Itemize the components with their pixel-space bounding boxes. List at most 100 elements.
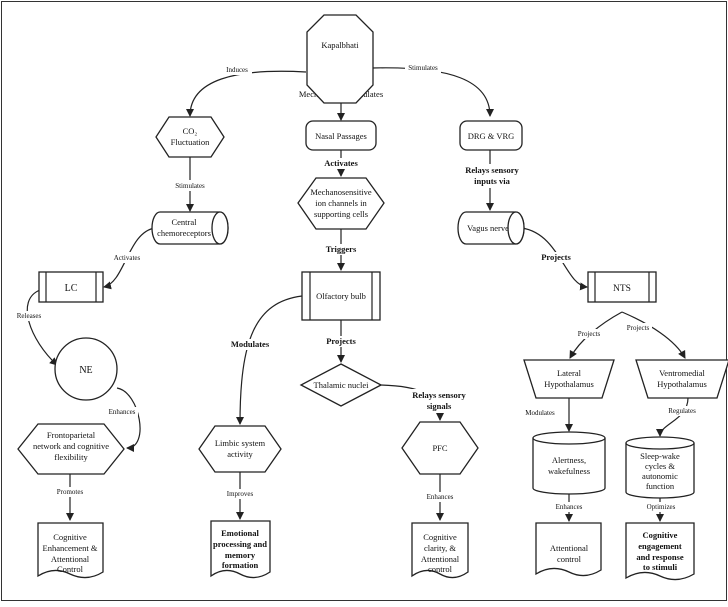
label-activates-central: Activates	[114, 254, 141, 262]
node-ventromedial-hypothalamus: Ventromedial Hypothalamus	[635, 359, 728, 399]
label-enhances-alert: Enhances	[556, 503, 583, 511]
node-central-line1: Central	[171, 217, 197, 227]
node-central-line2: chemoreceptors	[157, 228, 211, 238]
node-engage-line4: to stimuli	[643, 562, 678, 572]
node-ventro-line2: Hypothalamus	[657, 379, 707, 389]
node-kapalbhati: Kapalbhati	[306, 14, 374, 104]
label-stimulates-top: Stimulates	[408, 64, 438, 72]
node-nts-label: NTS	[613, 284, 631, 294]
node-attentional-control: Attentional control	[535, 522, 602, 577]
node-lateral-hypothalamus: Lateral Hypothalamus	[523, 359, 615, 399]
node-mechano-line3: supporting cells	[314, 209, 368, 219]
node-sleep-line2: cycles &	[645, 461, 675, 471]
node-engage-line2: engagement	[638, 541, 682, 551]
node-fronto-line1: Frontoparietal	[47, 430, 96, 440]
label-improves: Improves	[227, 490, 254, 498]
node-lateral-line1: Lateral	[557, 368, 582, 378]
node-ventro-line1: Ventromedial	[659, 368, 705, 378]
edge-induces	[186, 70, 307, 117]
node-cogenh-line3: Attentional	[51, 554, 90, 564]
node-co2-fluctuation: CO₂ Fluctuation	[155, 116, 225, 158]
edge-regulates	[656, 397, 689, 437]
label-regulates: Regulates	[668, 407, 696, 415]
node-mechanosensitive: Mechanosensitive ion channels in support…	[297, 177, 385, 230]
node-sleep-line1: Sleep-wake	[640, 451, 680, 461]
label-relays-sensory-1: Relays sensory	[465, 165, 519, 175]
node-sleep-wake: Sleep-wake cycles & autonomic function	[625, 436, 695, 499]
node-ne: NE	[54, 337, 118, 401]
node-fronto-line3: flexibility	[54, 452, 88, 462]
node-nasal-label: Nasal Passages	[315, 131, 367, 141]
node-fronto-line2: network and cognitive	[33, 441, 109, 451]
node-cogenh-line4: Control	[57, 564, 84, 574]
label-modulates-olf: Modulates	[231, 339, 270, 349]
node-cogenh-line2: Enhancement &	[43, 543, 98, 553]
node-pfc: PFC	[401, 421, 479, 475]
node-clarity-line1: Cognitive	[423, 532, 457, 542]
label-triggers: Triggers	[326, 244, 357, 254]
node-cognitive-clarity: Cognitive clarity, & Attentional control	[411, 522, 469, 579]
edge-enhances-ne	[116, 387, 141, 452]
label-projects-nts-left: Projects	[578, 330, 601, 338]
node-emotional-line1: Emotional	[221, 528, 259, 538]
node-engage-line1: Cognitive	[643, 530, 678, 540]
node-nts: NTS	[587, 271, 657, 303]
edge-releases	[26, 289, 58, 366]
node-clarity-line4: control	[428, 564, 453, 574]
node-ne-label: NE	[79, 365, 92, 376]
node-nasal-passages: Nasal Passages	[305, 120, 377, 151]
node-cogenh-line1: Cognitive	[53, 532, 87, 542]
label-projects-nts-right: Projects	[627, 324, 650, 332]
node-lc: LC	[38, 271, 104, 303]
node-alertness-line1: Alertness,	[552, 455, 586, 465]
label-relays-pfc-2: signals	[427, 401, 452, 411]
node-emotional-line4: formation	[222, 560, 259, 570]
edge-stimulates-drg	[371, 67, 494, 117]
node-cognitive-enhancement: Cognitive Enhancement & Attentional Cont…	[37, 522, 104, 579]
node-attentional-line2: control	[557, 554, 582, 564]
node-co2-line2: Fluctuation	[171, 137, 210, 147]
label-activates-nasal: Activates	[324, 158, 358, 168]
node-lc-label: LC	[65, 283, 78, 294]
node-lateral-line2: Hypothalamus	[544, 379, 594, 389]
node-kapalbhati-label: Kapalbhati	[321, 40, 359, 50]
node-olfactory-bulb: Olfactory bulb	[301, 271, 381, 321]
label-relays-sensory-2: inputs via	[474, 176, 510, 186]
label-induces: Induces	[226, 66, 248, 74]
edge-labels: Induces Stimulates Mechanically Stimulat…	[14, 62, 698, 512]
node-emotional-processing: Emotional processing and memory formatio…	[210, 520, 271, 579]
node-mechano-line1: Mechanosensitive	[310, 187, 372, 197]
label-modulates-lat: Modulates	[525, 409, 555, 417]
node-limbic-line1: Limbic system	[215, 438, 266, 448]
node-emotional-line3: memory	[225, 550, 256, 560]
node-engage-line3: and response	[636, 552, 684, 562]
label-enhances-pfc: Enhances	[427, 493, 454, 501]
node-drg-vrg: DRG & VRG	[459, 120, 523, 151]
label-projects-vagus: Projects	[541, 252, 571, 262]
node-attentional-line1: Attentional	[550, 543, 589, 553]
node-drg-label: DRG & VRG	[468, 131, 515, 141]
label-relays-pfc-1: Relays sensory	[412, 390, 466, 400]
node-thalamic-label: Thalamic nuclei	[314, 380, 370, 390]
node-emotional-line2: processing and	[213, 539, 267, 549]
node-clarity-line2: clarity, &	[424, 543, 456, 553]
label-promotes: Promotes	[57, 488, 84, 496]
label-enhances-ne: Enhances	[109, 408, 136, 416]
edge-modulates-olf	[236, 295, 303, 425]
edge-projects-nts-right	[621, 311, 686, 359]
node-clarity-line3: Attentional	[421, 554, 460, 564]
node-central-chemoreceptors: Central chemoreceptors	[151, 211, 229, 245]
node-limbic-line2: activity	[227, 449, 253, 459]
node-pfc-label: PFC	[432, 443, 447, 453]
node-limbic-system: Limbic system activity	[198, 425, 282, 473]
node-olfactory-label: Olfactory bulb	[316, 291, 366, 301]
label-releases: Releases	[17, 312, 42, 320]
node-alertness-line2: wakefulness	[548, 466, 590, 476]
node-sleep-line4: function	[646, 481, 675, 491]
label-projects-olf: Projects	[326, 336, 356, 346]
label-stimulates-co2: Stimulates	[175, 182, 205, 190]
node-mechano-line2: ion channels in	[315, 198, 367, 208]
